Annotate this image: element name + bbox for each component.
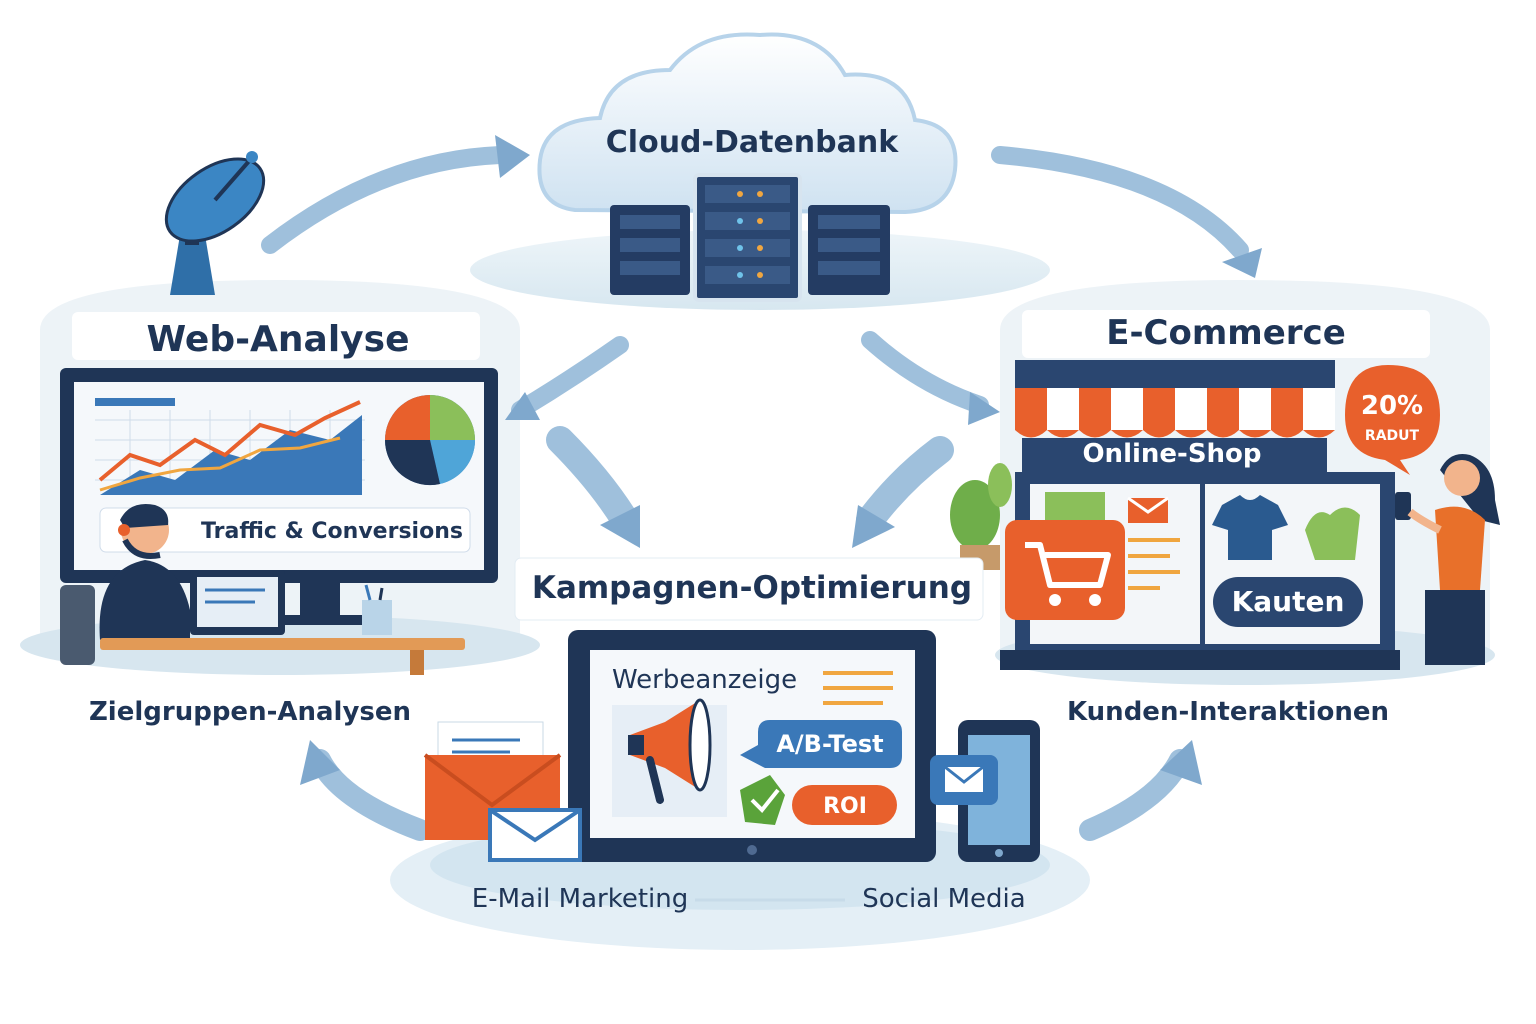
web-analysis-node: Web-Analyse — [60, 312, 498, 675]
caption-customer-interactions: Kunden-Interaktionen — [1067, 697, 1389, 727]
gmail-icon — [488, 808, 582, 862]
awning-icon — [1015, 388, 1335, 438]
ecommerce-node: E-Commerce Online-Shop — [950, 310, 1500, 670]
ab-test-bubble — [740, 720, 902, 768]
caption-social-media: Social Media — [862, 884, 1025, 914]
arrow-cloud-to-ecommerce — [991, 146, 1249, 259]
caption-email-marketing: E-Mail Marketing — [472, 884, 688, 914]
roi-label: ROI — [823, 794, 867, 819]
pie-chart-icon — [384, 395, 476, 486]
arrow-cloud-to-web — [511, 336, 629, 419]
cloud-database-node: Cloud-Datenbank — [537, 32, 958, 302]
ecommerce-title-box — [1022, 310, 1430, 358]
ab-test-label: A/B-Test — [776, 730, 883, 758]
arrow-to-campaign-right — [856, 436, 954, 534]
arrow-cloud-to-ecom-mid — [861, 331, 989, 414]
campaign-title: Kampagnen-Optimierung — [532, 570, 972, 606]
tshirt-icon — [1212, 495, 1288, 560]
gloves-icon — [1305, 507, 1360, 560]
arrow-heads — [300, 135, 1262, 785]
shopping-cart-icon — [1005, 520, 1125, 620]
flow-arrows — [261, 146, 1249, 841]
online-shop-sign: Online-Shop — [1082, 439, 1261, 469]
arrow-web-to-cloud — [261, 146, 509, 254]
shopper-person-icon — [1395, 454, 1500, 665]
checkmark-badge-icon — [740, 775, 785, 825]
megaphone-icon — [628, 698, 712, 804]
chair-icon — [60, 585, 95, 665]
satellite-dish-icon — [164, 151, 266, 295]
campaign-title-box — [514, 557, 984, 621]
arrow-to-campaign-left — [546, 426, 639, 534]
pen-cup-icon — [362, 584, 392, 635]
tablet-icon: Werbeanzeige A/B-Test ROI — [568, 630, 936, 862]
caption-target-groups: Zielgruppen-Analysen — [89, 697, 411, 727]
discount-value: 20% — [1361, 391, 1423, 421]
discount-badge: 20% RADUT — [1345, 365, 1440, 475]
traffic-conversions-label: Traffic & Conversions — [201, 519, 463, 544]
cloud-icon — [537, 32, 958, 215]
buy-button[interactable]: Kauten — [1232, 585, 1345, 618]
discount-word: RADUT — [1365, 428, 1420, 444]
envelope-product-icon — [1127, 496, 1169, 523]
chat-mail-icon — [930, 755, 998, 805]
campaign-node: Kampagnen-Optimierung Werbeanzeige A/B-T… — [423, 557, 1040, 862]
web-analysis-title-box — [72, 312, 480, 360]
ecommerce-title: E-Commerce — [1106, 313, 1346, 353]
desk-icon — [100, 638, 465, 650]
ad-title: Werbeanzeige — [612, 665, 797, 695]
analytics-monitor: Traffic & Conversions — [60, 368, 498, 625]
line-chart-icon — [98, 400, 361, 482]
analyst-person-icon — [99, 504, 285, 640]
web-analysis-title: Web-Analyse — [147, 319, 410, 360]
cloud-title: Cloud-Datenbank — [606, 125, 899, 160]
server-rack-icon — [610, 173, 890, 302]
